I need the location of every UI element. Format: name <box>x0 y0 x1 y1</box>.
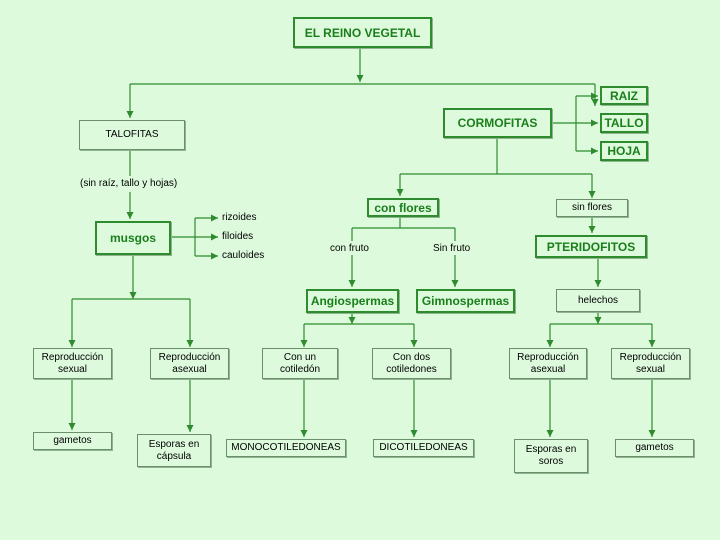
un-cotiledon-node: Con un cotiledón <box>262 348 338 379</box>
talofitas-note: (sin raíz, tallo y hojas) <box>80 178 178 189</box>
sin-flores-node: sin flores <box>556 199 628 217</box>
helechos-gametos: gametos <box>615 439 694 457</box>
cormofitas-tallo: TALLO <box>600 113 648 133</box>
musgos-part-rizoides: rizoides <box>222 212 257 223</box>
helechos-repro-sexual: Reproducción sexual <box>611 348 690 379</box>
angiospermas-node: Angiospermas <box>306 289 399 313</box>
gimnospermas-node: Gimnospermas <box>416 289 515 313</box>
musgos-node: musgos <box>95 221 171 255</box>
musgos-part-cauloides: cauloides <box>222 250 265 261</box>
cormofitas-node: CORMOFITAS <box>443 108 552 138</box>
pteridofitos-node: PTERIDOFITOS <box>535 235 647 258</box>
cormofitas-raiz: RAIZ <box>600 86 648 105</box>
musgos-repro-asexual: Reproducción asexual <box>150 348 229 379</box>
root-node: EL REINO VEGETAL <box>293 17 432 48</box>
musgos-part-filoides: filoides <box>222 231 254 242</box>
con-fruto-label: con fruto <box>330 243 369 254</box>
talofitas-node: TALOFITAS <box>79 120 185 150</box>
musgos-repro-sexual: Reproducción sexual <box>33 348 112 379</box>
musgos-esporas: Esporas en cápsula <box>137 434 211 467</box>
helechos-node: helechos <box>556 289 640 312</box>
helechos-repro-asexual: Reproducción asexual <box>509 348 587 379</box>
musgos-gametos: gametos <box>33 432 112 450</box>
sin-fruto-label: Sin fruto <box>433 243 471 254</box>
con-flores-node: con flores <box>367 198 439 217</box>
dicotiledoneas-node: DICOTILEDONEAS <box>373 439 474 457</box>
helechos-esporas: Esporas en soros <box>514 439 588 473</box>
dos-cotiledones-node: Con dos cotiledones <box>372 348 451 379</box>
cormofitas-hoja: HOJA <box>600 141 648 161</box>
monocotiledoneas-node: MONOCOTILEDONEAS <box>226 439 346 457</box>
